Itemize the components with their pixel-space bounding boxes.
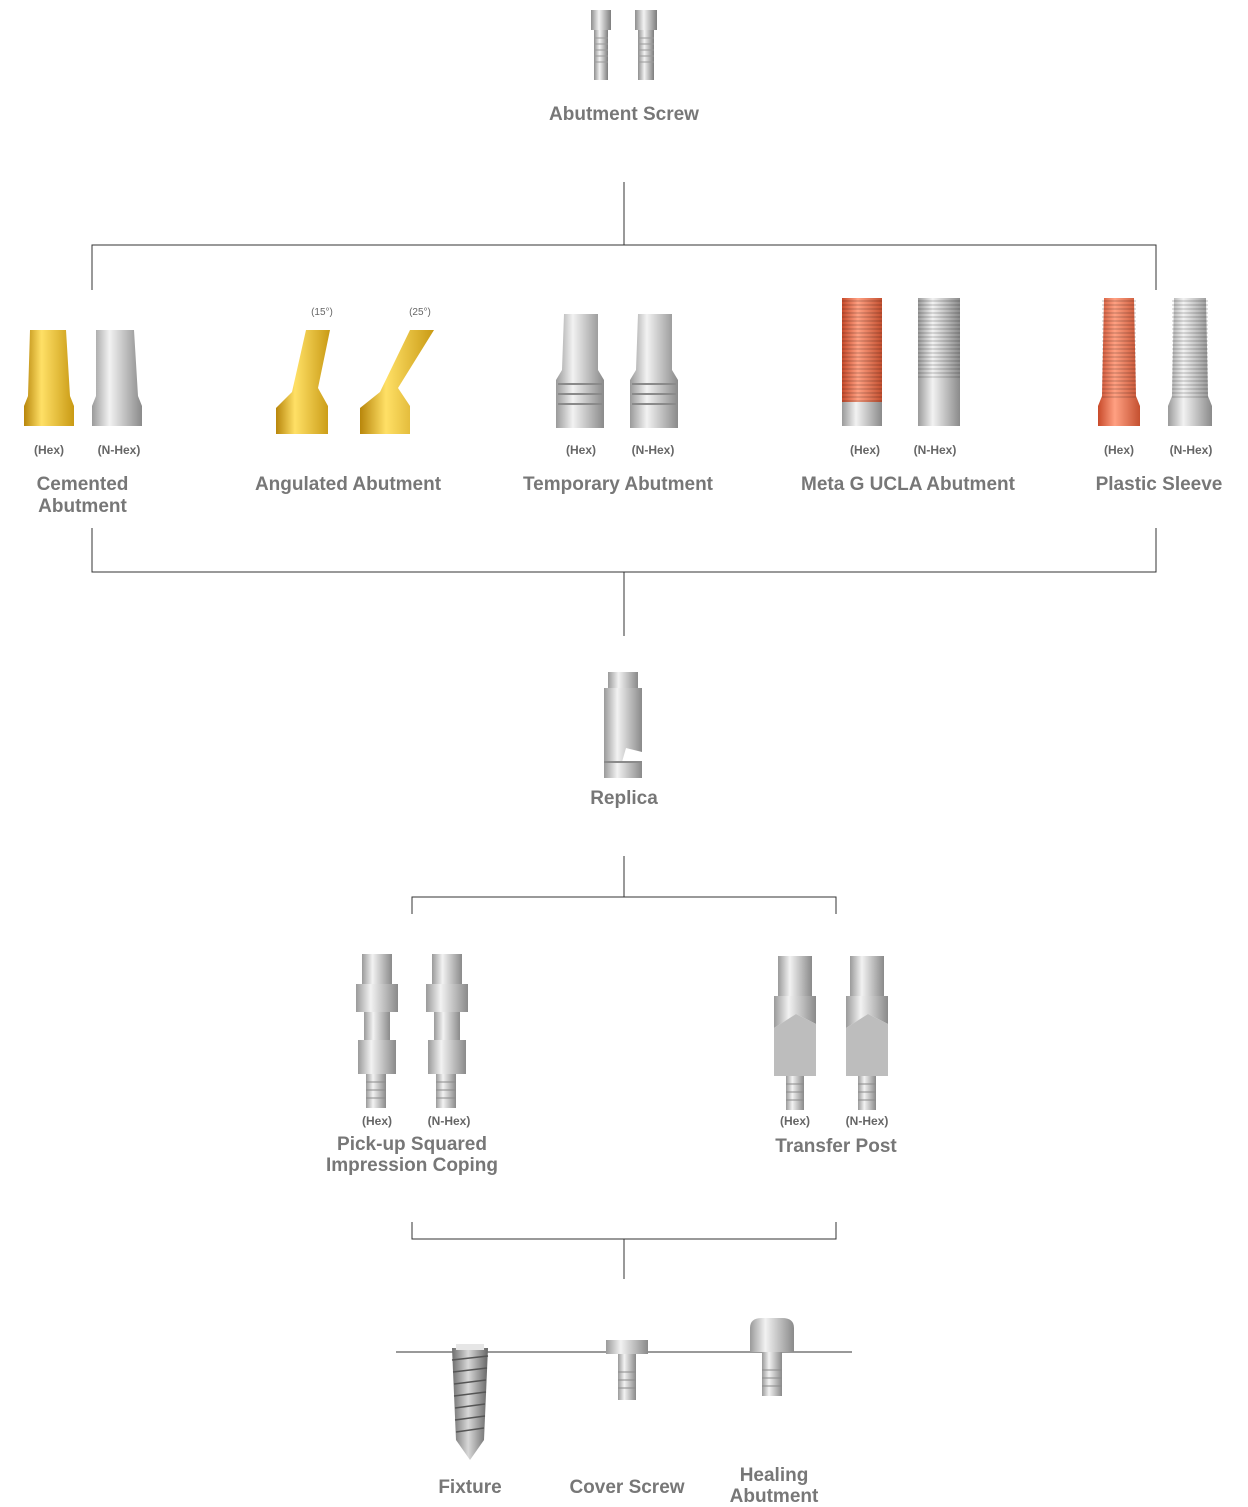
- sleeve-nhex-label: (N-Hex): [1169, 443, 1213, 457]
- pickup-coping-label-line2: Impression Coping: [325, 1155, 499, 1176]
- transfer-post-image: [774, 956, 888, 1110]
- healing-abutment-label-line2: Abutment: [729, 1486, 819, 1507]
- pickup-hex-label: (Hex): [361, 1114, 392, 1128]
- cover-screw-label: Cover Screw: [569, 1477, 685, 1498]
- abutment-screw-image: [591, 10, 657, 80]
- cemented-hex-label: (Hex): [33, 443, 64, 457]
- temporary-nhex-label: (N-Hex): [631, 443, 675, 457]
- replica-image: [604, 672, 642, 778]
- pickup-coping-label-line1: Pick-up Squared: [337, 1134, 487, 1155]
- temporary-abutment-label: Temporary Abutment: [522, 474, 714, 495]
- angle-15-label: (15°): [311, 307, 333, 318]
- cemented-abutment-label-line2: Abutment: [38, 496, 127, 517]
- ucla-hex-label: (Hex): [849, 443, 880, 457]
- cover-screw-image: [606, 1340, 648, 1400]
- temporary-abutment-image: [556, 314, 678, 428]
- pickup-coping-image: [356, 954, 468, 1108]
- plastic-sleeve-image: [1098, 298, 1212, 426]
- cemented-nhex-label: (N-Hex): [97, 443, 141, 457]
- cemented-abutment-label: Cemented Abutment: [0, 474, 165, 518]
- abutment-screw-label: Abutment Screw: [549, 104, 699, 125]
- meta-g-ucla-abutment-image: [842, 298, 960, 426]
- angulated-abutment-label: Angulated Abutment: [254, 474, 442, 495]
- transfer-nhex-label: (N-Hex): [845, 1114, 889, 1128]
- meta-g-ucla-abutment-label: Meta G UCLA Abutment: [801, 474, 1015, 495]
- pickup-nhex-label: (N-Hex): [427, 1114, 471, 1128]
- fixture-image: [451, 1344, 489, 1460]
- healing-abutment-label-line1: Healing: [739, 1465, 809, 1486]
- ucla-nhex-label: (N-Hex): [913, 443, 957, 457]
- temporary-hex-label: (Hex): [565, 443, 596, 457]
- angulated-abutment-image: [276, 330, 434, 434]
- plastic-sleeve-label: Plastic Sleeve: [1095, 474, 1223, 495]
- sleeve-hex-label: (Hex): [1103, 443, 1134, 457]
- cemented-abutment-image: [24, 330, 142, 426]
- pickup-coping-label: Pick-up Squared Impression Coping: [302, 1134, 522, 1176]
- fixture-label: Fixture: [438, 1477, 502, 1498]
- replica-label: Replica: [590, 788, 658, 809]
- angle-25-label: (25°): [409, 307, 431, 318]
- transfer-hex-label: (Hex): [779, 1114, 810, 1128]
- healing-abutment-label: Healing Abutment: [704, 1465, 844, 1507]
- transfer-post-label: Transfer Post: [775, 1136, 897, 1157]
- healing-abutment-image: [750, 1318, 794, 1396]
- cemented-abutment-label-line1: Cemented: [36, 474, 129, 495]
